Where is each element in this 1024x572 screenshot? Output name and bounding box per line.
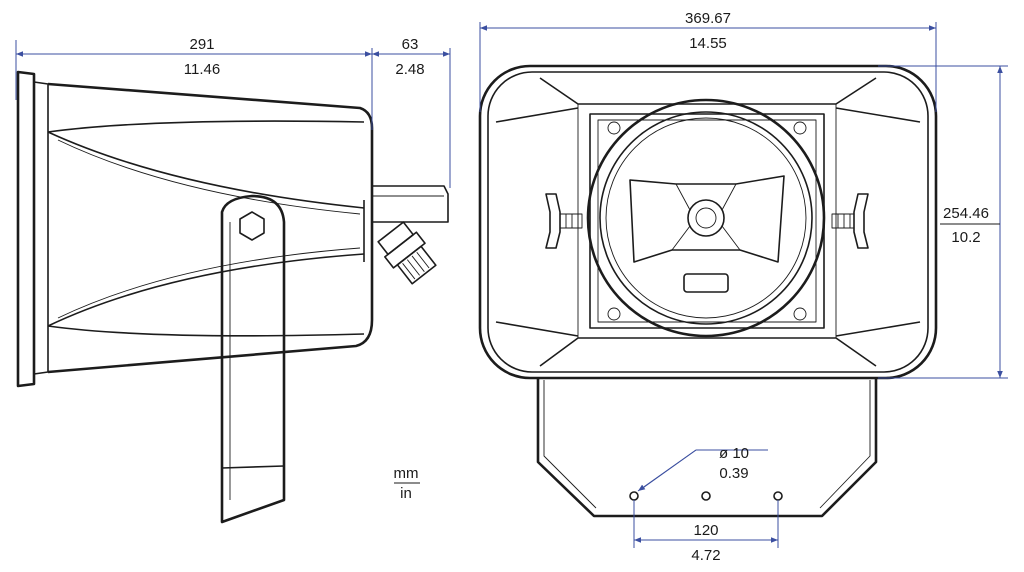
height-mm-label: 254.46	[943, 205, 989, 222]
units-mm-label: mm	[394, 465, 419, 482]
front-view	[478, 64, 938, 518]
front-dimensions: 369.67 14.55 254.46 10.2 ø 10 0.39 120 4…	[479, 10, 1008, 564]
depth-mm-label: 291	[189, 36, 214, 53]
units-in-label: in	[400, 485, 412, 502]
units-legend: mm in	[394, 465, 420, 502]
hole-diameter-mm-label: ø 10	[719, 445, 749, 462]
height-in-label: 10.2	[951, 229, 980, 246]
spacing-in-label: 4.72	[691, 547, 720, 564]
spacing-mm-label: 120	[693, 522, 718, 539]
depth-in-label: 11.46	[184, 61, 220, 78]
left-knob	[545, 193, 583, 249]
right-knob	[831, 193, 869, 249]
width-mm-label: 369.67	[685, 10, 731, 27]
side-view	[16, 70, 449, 524]
cable-gland	[377, 221, 437, 285]
hole-diameter-in-label: 0.39	[719, 465, 748, 482]
side-dimensions: 291 11.46 63 2.48	[15, 36, 451, 188]
width-in-label: 14.55	[689, 35, 727, 52]
bracket-depth-mm-label: 63	[402, 36, 419, 53]
bracket-depth-in-label: 2.48	[395, 61, 424, 78]
